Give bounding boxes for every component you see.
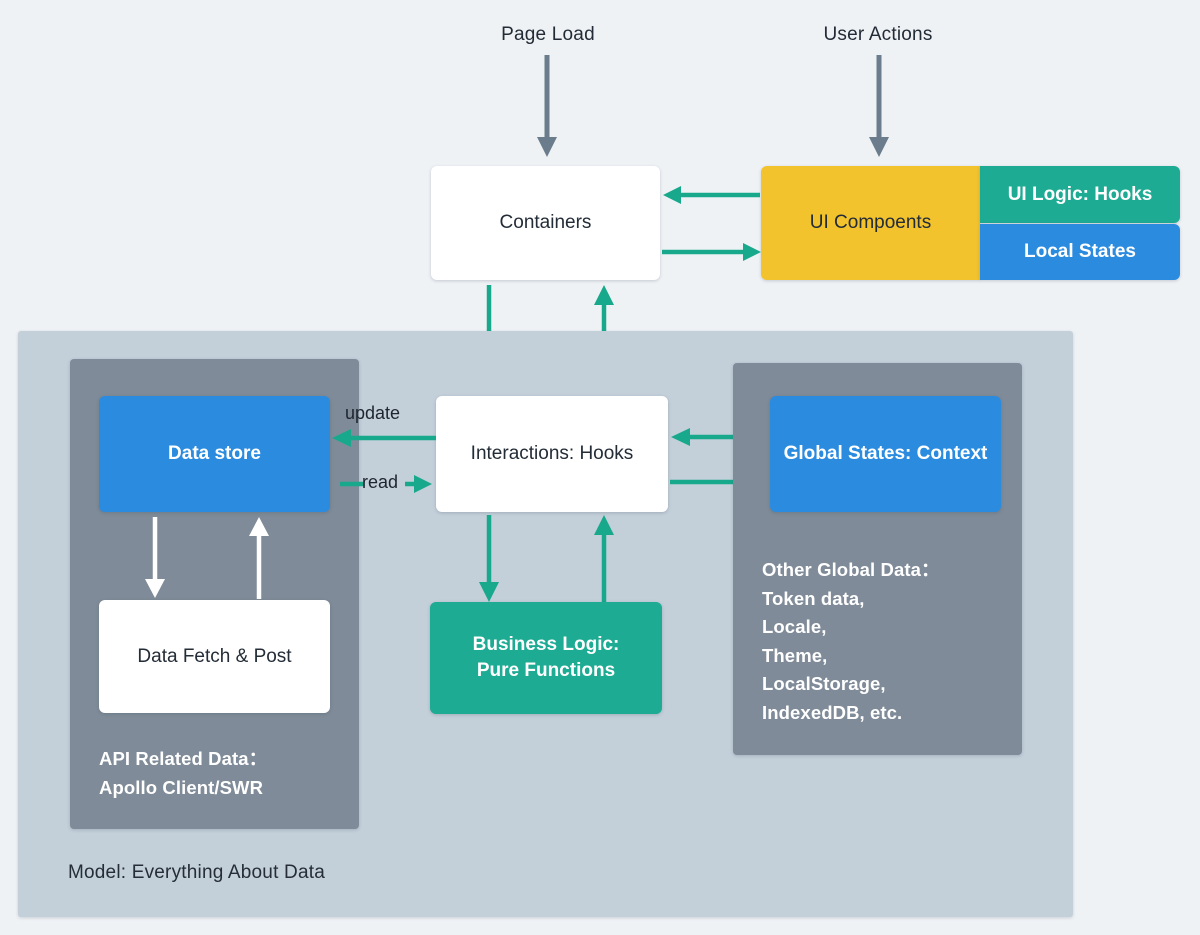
global-note-line-4: Theme, [762, 644, 828, 666]
global-note-line-6: IndexedDB, etc. [762, 701, 903, 723]
node-interactions-hooks[interactable]: Interactions: Hooks [436, 396, 668, 512]
node-ui-components[interactable]: UI Compoents [761, 166, 980, 280]
global-data-note: Other Global Data： Token data, Locale, T… [762, 556, 1012, 728]
node-containers[interactable]: Containers [431, 166, 660, 280]
node-data-store[interactable]: Data store [99, 396, 330, 512]
input-label-page-load: Page Load [501, 24, 595, 45]
api-related-note: API Related Data： Apollo Client/SWR [99, 745, 349, 802]
input-label-user-actions: User Actions [823, 24, 933, 45]
edge-label-update: update [345, 403, 401, 423]
arrow-ui-components-to-containers [663, 186, 760, 204]
arrow-down-user-actions [869, 55, 889, 157]
global-note-line-1: Other Global Data： [762, 559, 940, 580]
node-business-logic[interactable]: Business Logic: Pure Functions [430, 602, 662, 714]
node-global-states-context[interactable]: Global States: Context [770, 396, 1001, 512]
api-note-line-2: Apollo Client/SWR [99, 776, 264, 798]
node-local-states[interactable]: Local States [980, 224, 1180, 280]
node-ui-logic-hooks[interactable]: UI Logic: Hooks [980, 166, 1180, 223]
arrow-containers-to-ui-components [662, 243, 761, 261]
model-caption: Model: Everything About Data [68, 862, 325, 883]
node-data-fetch-post[interactable]: Data Fetch & Post [99, 600, 330, 713]
global-note-line-5: LocalStorage, [762, 673, 886, 695]
global-note-line-2: Token data, [762, 587, 865, 609]
edge-label-read: read [362, 472, 399, 492]
global-note-line-3: Locale, [762, 616, 827, 638]
api-note-line-1: API Related Data： [99, 748, 268, 769]
arrow-down-page-load [537, 55, 557, 157]
